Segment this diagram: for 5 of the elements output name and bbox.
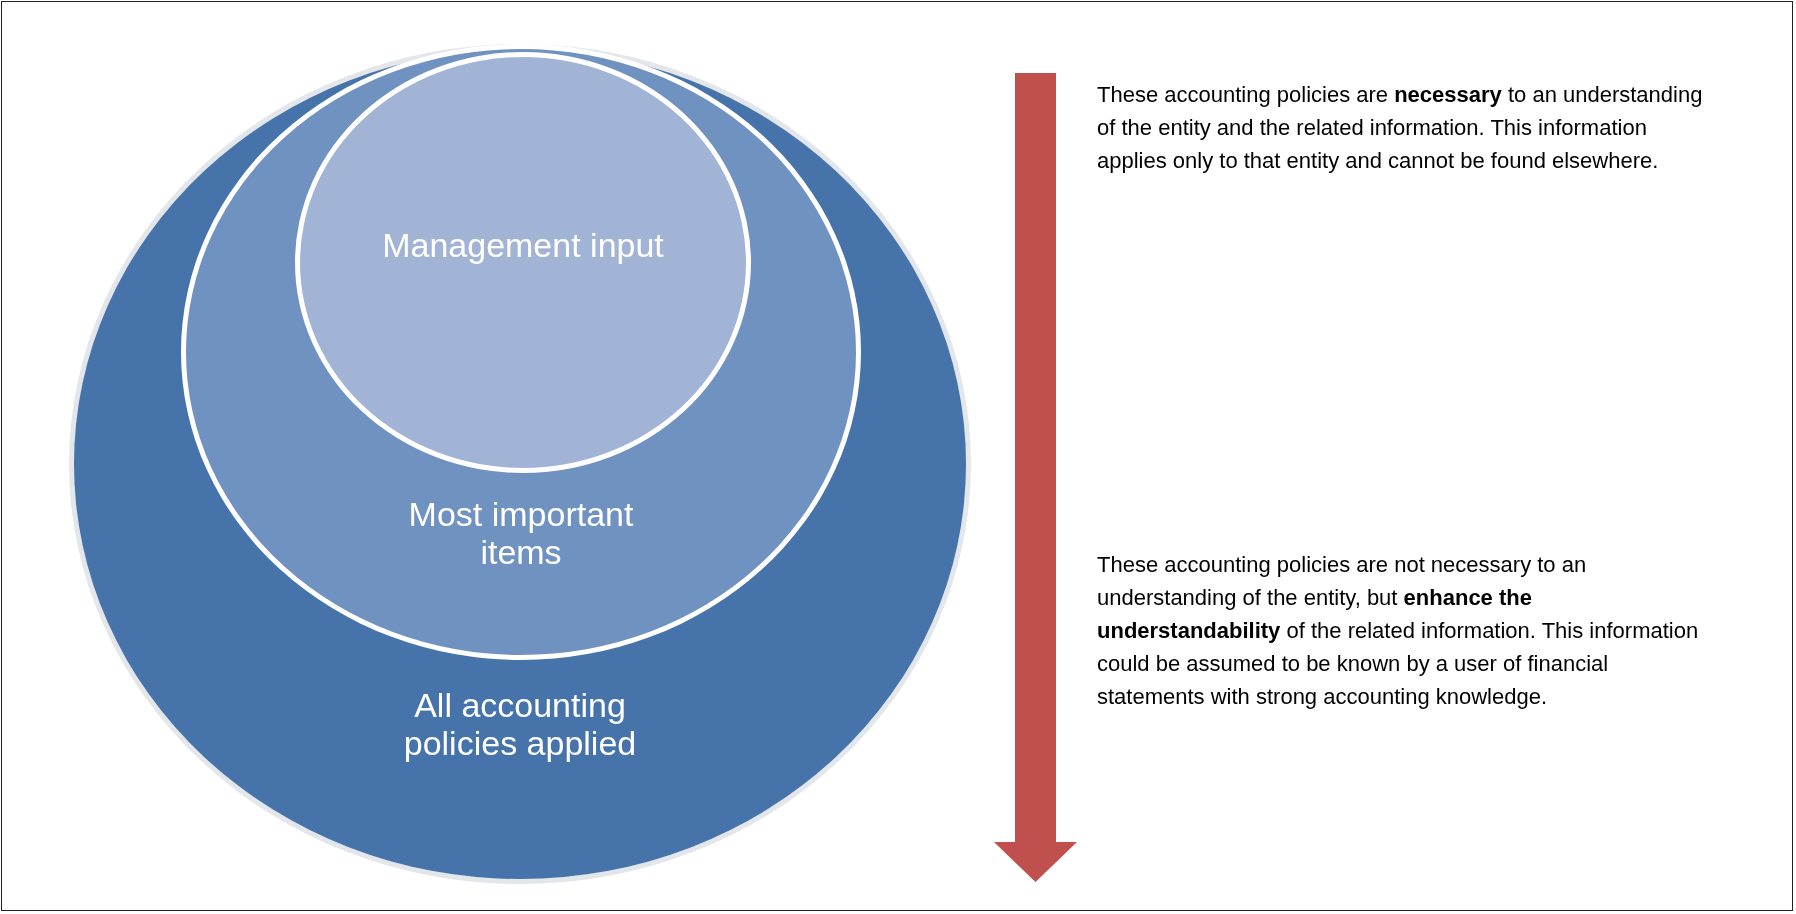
circle-label: Most important items [407,495,635,571]
description-paragraph: These accounting policies are necessary to an understanding of the entity and the related information. This information applies only to that entity and cannot be found elsewhere. [1097,81,1704,175]
circle-label: Management input [382,226,664,264]
circle-label: All accounting policies applied [402,686,638,762]
description-paragraph: These accounting policies are not necessary to an understanding of the entity, but enhance the understandability of the related information. This information could be assumed to be known by a user of financial statements with strong accounting knowledge. [1097,551,1700,711]
